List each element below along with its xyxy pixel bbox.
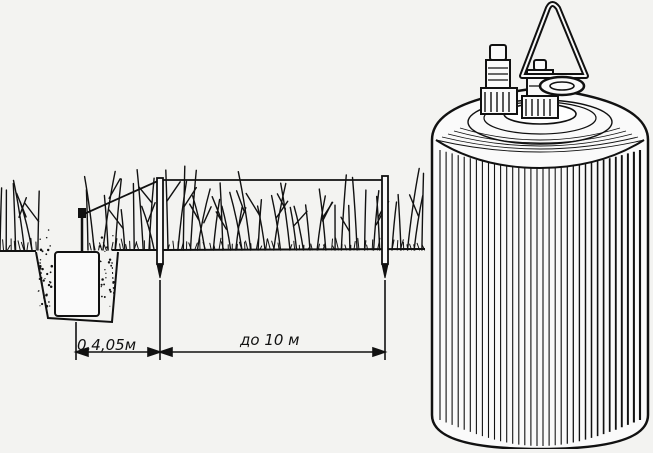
mine-canister <box>430 1 650 451</box>
buried-canister <box>54 251 100 317</box>
stake-1 <box>156 177 164 279</box>
dimension-lines <box>73 280 388 360</box>
stake-2 <box>381 175 389 279</box>
depth-dimension-label: 0,4,05м <box>77 336 137 354</box>
pit <box>35 208 119 324</box>
vegetation <box>0 165 426 251</box>
spacing-dimension-label: до 10 м <box>240 331 300 349</box>
lifting-handle <box>519 1 589 97</box>
fuse-left <box>480 44 518 115</box>
